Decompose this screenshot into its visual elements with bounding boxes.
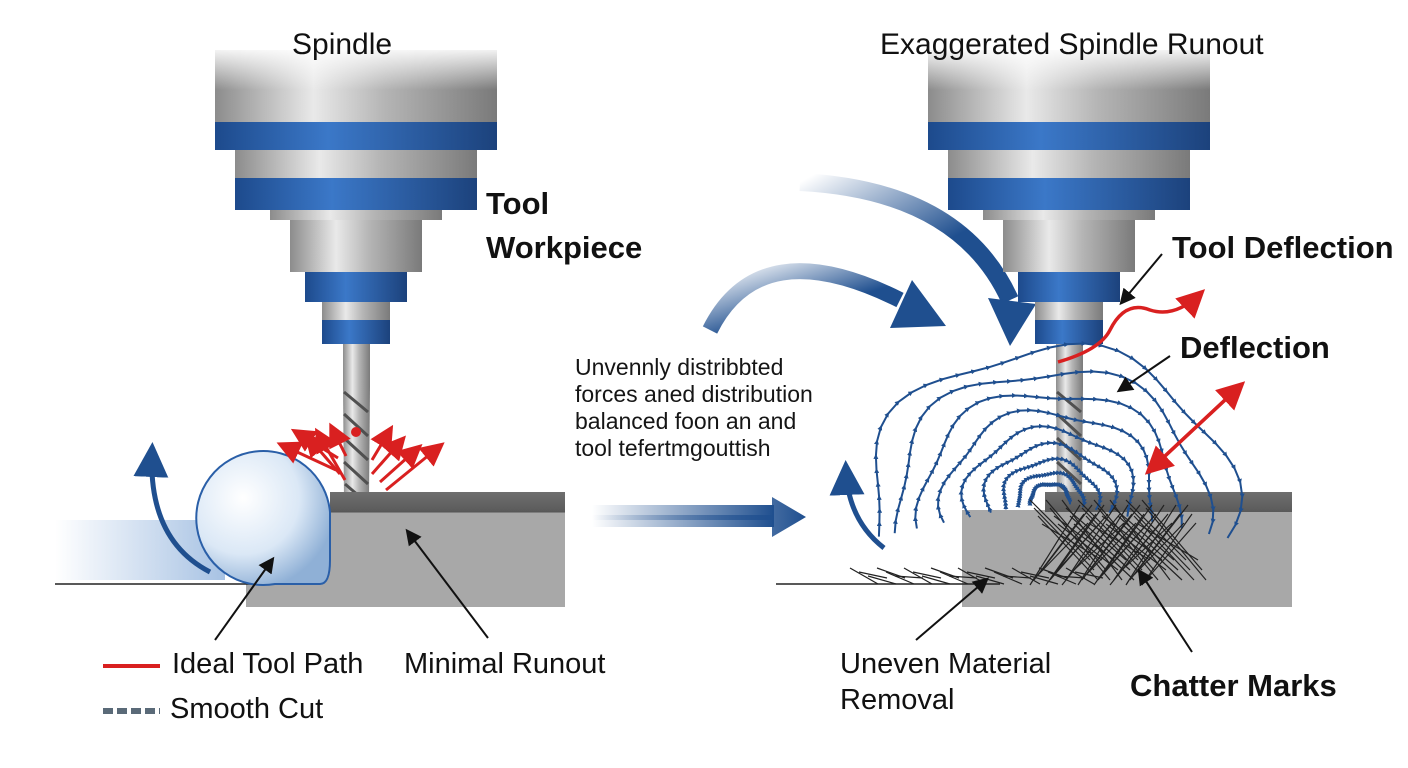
- curved-arrow-right: [799, 173, 1019, 304]
- middle-note: Unvennly distribbted forces aned distrib…: [575, 354, 813, 462]
- chatter-stroke: [1074, 571, 1104, 579]
- right-panel-title: Exaggerated Spindle Runout: [880, 28, 1264, 61]
- chatter-stroke: [1121, 522, 1173, 571]
- note-line-4: tool tefertmgouttish: [575, 435, 771, 461]
- force-arrow-icon: [276, 422, 445, 492]
- rotation-arrow-right-icon: [829, 460, 886, 550]
- left-spindle: [215, 50, 497, 344]
- chatter-stroke: [1093, 513, 1145, 586]
- chatter-stroke: [885, 571, 915, 585]
- chatter-stroke: [1041, 504, 1093, 571]
- chatter-stroke: [1113, 504, 1165, 581]
- curved-arrow-right-head: [988, 298, 1036, 346]
- chatter-stroke: [912, 571, 942, 579]
- chatter-stroke: [1145, 507, 1207, 581]
- label-removal: Removal: [840, 684, 955, 716]
- chatter-stroke: [1145, 522, 1197, 581]
- field-line: [873, 340, 1245, 539]
- chatter-stroke: [1029, 504, 1081, 586]
- pointer-line-tool-deflection: [1119, 253, 1163, 306]
- label-uneven-material: Uneven Material: [840, 648, 1052, 680]
- chatter-stroke: [921, 575, 951, 585]
- chatter-stroke: [894, 575, 924, 579]
- legend-label-smooth-cut: Smooth Cut: [170, 693, 324, 725]
- label-tool-deflection: Tool Deflection: [1172, 230, 1394, 265]
- pointer-line-deflection: [1116, 355, 1171, 393]
- chatter-stroke: [1045, 513, 1097, 586]
- chatter-stroke: [1093, 499, 1155, 571]
- chatter-stroke: [1125, 499, 1187, 561]
- chatter-stroke: [1020, 571, 1050, 579]
- right-spindle: [928, 50, 1210, 344]
- chatter-stroke: [1011, 567, 1041, 585]
- chatter-stroke: [1117, 515, 1179, 571]
- note-line-2: forces aned distribution: [575, 381, 813, 407]
- chatter-stroke: [1056, 575, 1086, 579]
- pointer-line-bubble: [214, 556, 275, 641]
- label-chatter-marks: Chatter Marks: [1130, 668, 1337, 703]
- chatter-stroke: [849, 567, 879, 585]
- label-deflection: Deflection: [1180, 330, 1330, 365]
- chatter-stroke: [1047, 571, 1077, 585]
- pointer-line-uneven: [915, 577, 990, 641]
- chatter-stroke: [1077, 499, 1139, 561]
- pointer-line-chatter: [1137, 568, 1193, 653]
- chatter-stroke: [1037, 522, 1089, 576]
- legend-label-ideal-path: Ideal Tool Path: [172, 648, 364, 680]
- note-line-3: balanced foon an and: [575, 408, 797, 434]
- pointer-line-workpiece: [405, 528, 489, 639]
- chatter-stroke: [1057, 513, 1109, 571]
- chatter-stroke: [1089, 504, 1141, 571]
- chatter-stroke: [1105, 513, 1157, 571]
- chatter-stroke: [1141, 499, 1203, 571]
- curved-arrow-upper-head: [890, 280, 946, 328]
- label-workpiece: Workpiece: [486, 230, 643, 265]
- contact-point: [351, 427, 361, 437]
- chatter-stroke: [939, 571, 969, 585]
- process-arrow-shaft: [592, 505, 774, 527]
- chatter-stroke: [858, 571, 888, 579]
- chatter-stroke: [1065, 567, 1095, 585]
- chatter-stroke: [1045, 499, 1107, 571]
- deflection-curve: [1057, 289, 1206, 364]
- deflection-arrow-back: [1144, 384, 1242, 475]
- chatter-stroke: [1133, 515, 1195, 581]
- chatter-stroke: [1029, 499, 1091, 561]
- left-panel-title: Spindle: [292, 28, 393, 61]
- chatter-stroke: [1069, 515, 1131, 571]
- chatter-stroke: [1081, 507, 1143, 571]
- left-end-mill: [342, 344, 370, 512]
- chatter-stroke: [1002, 575, 1032, 579]
- label-tool: Tool: [486, 186, 550, 221]
- right-end-mill: [1055, 344, 1083, 512]
- chatter-stroke: [1125, 504, 1177, 586]
- chatter-stroke: [1033, 507, 1095, 571]
- chatter-stroke: [1137, 504, 1189, 571]
- chatter-stroke: [1129, 507, 1191, 571]
- chatter-stroke: [867, 575, 897, 585]
- note-line-1: Unvennly distribbted: [575, 354, 784, 380]
- chatter-stroke: [966, 571, 996, 579]
- rotation-arrow-icon: [133, 442, 212, 575]
- chatter-stroke: [1077, 504, 1129, 586]
- chatter-stroke: [1085, 522, 1137, 576]
- chatter-marks: [849, 499, 1207, 586]
- left-cut-bubble: [195, 450, 331, 587]
- chatter-stroke: [1133, 522, 1185, 576]
- curved-arrow-upper: [702, 263, 904, 334]
- chatter-stroke: [975, 575, 1005, 585]
- chatter-stroke: [903, 567, 933, 585]
- chatter-stroke: [993, 571, 1023, 585]
- chatter-stroke: [1065, 504, 1117, 581]
- label-minimal-runout: Minimal Runout: [404, 648, 606, 680]
